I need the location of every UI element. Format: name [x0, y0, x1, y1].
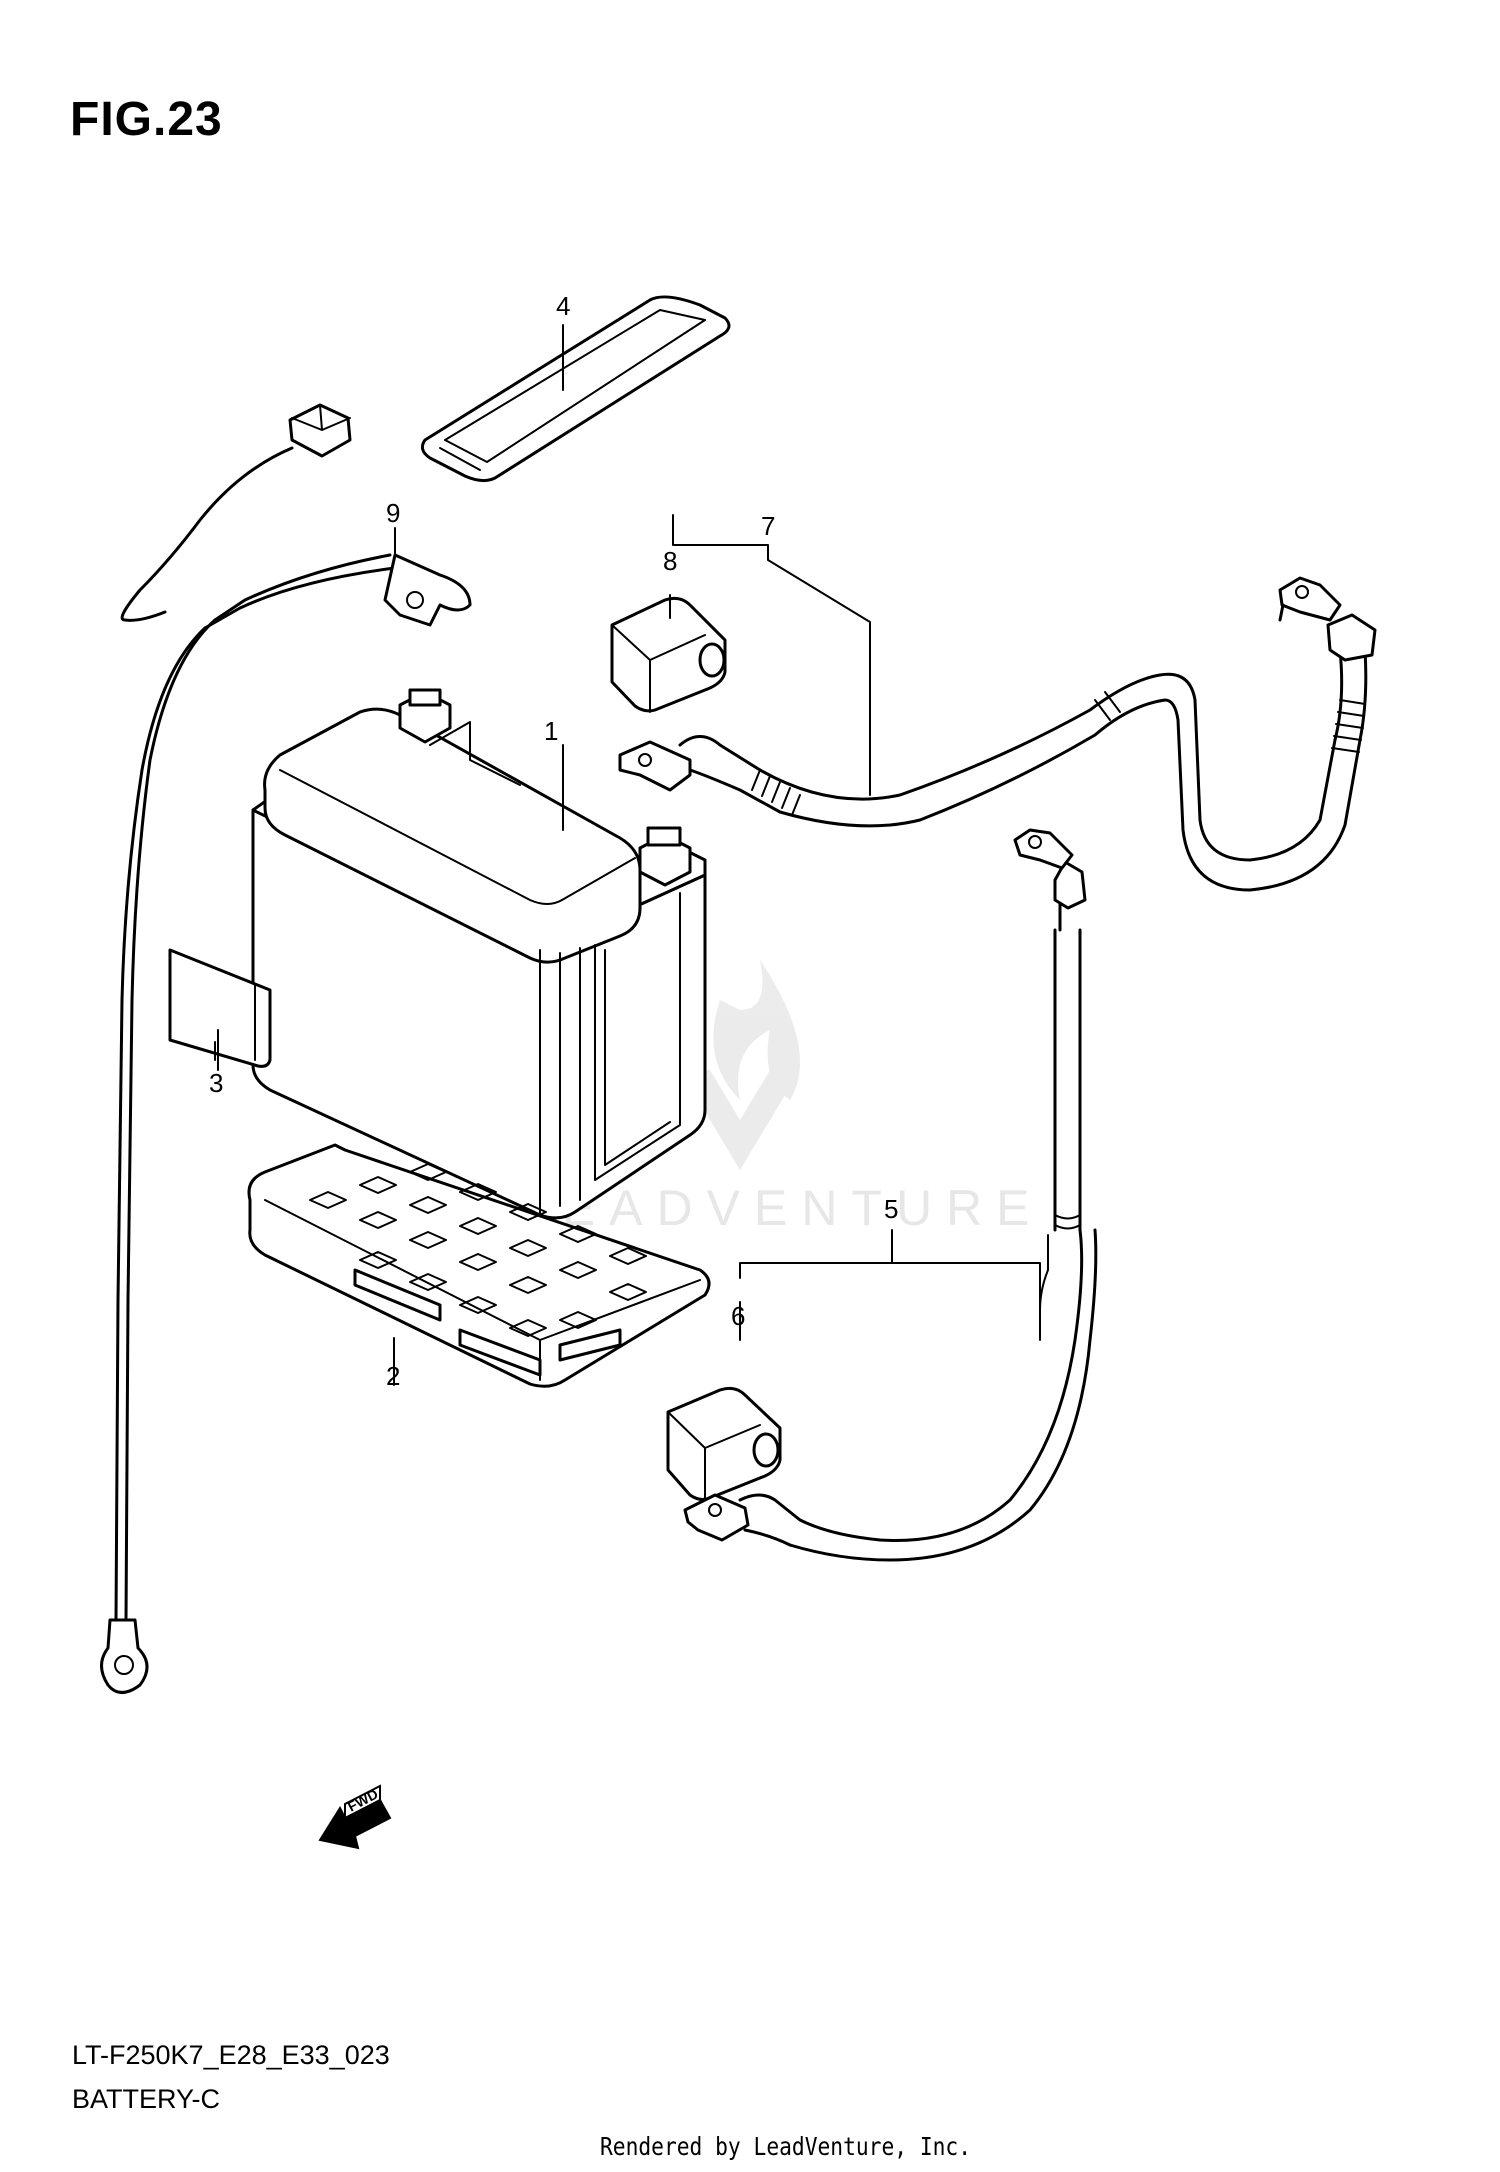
- callout-2: 2: [386, 1361, 400, 1391]
- callout-1: 1: [544, 716, 558, 746]
- rendered-by-credit: Rendered by LeadVenture, Inc.: [600, 2132, 972, 2161]
- part-terminal-cover-positive: [610, 596, 727, 713]
- v-logo-icon: [680, 1070, 800, 1170]
- fwd-arrow-icon: FWD: [318, 1784, 392, 1850]
- part-negative-cable: [683, 828, 1098, 1562]
- figure-title: FIG.23: [70, 93, 223, 146]
- diagram-name: BATTERY-C: [72, 2084, 221, 2114]
- callout-4: 4: [556, 291, 570, 321]
- callout-6: 6: [731, 1301, 745, 1331]
- part-positive-cable: [618, 576, 1377, 892]
- callout-7: 7: [761, 511, 775, 541]
- callout-numbers: 1 2 3 4 5 6 7 8 9: [209, 291, 898, 1391]
- flame-icon: [713, 960, 800, 1100]
- diagram-code: LT-F250K7_E28_E33_023: [72, 2040, 390, 2070]
- leader-lines: [214, 324, 1041, 1386]
- callout-3: 3: [209, 1068, 223, 1098]
- callout-9: 9: [386, 498, 400, 528]
- callout-8: 8: [663, 546, 677, 576]
- part-terminal-cover-negative: [666, 1386, 782, 1501]
- tray-slots: [309, 1163, 647, 1337]
- part-battery-tray: [247, 1143, 711, 1388]
- callout-5: 5: [884, 1194, 898, 1224]
- part-label-pad: [168, 948, 272, 1071]
- part-battery-strap: [420, 295, 731, 483]
- part-battery: [251, 688, 707, 1220]
- part-harness-lead: [100, 403, 472, 1694]
